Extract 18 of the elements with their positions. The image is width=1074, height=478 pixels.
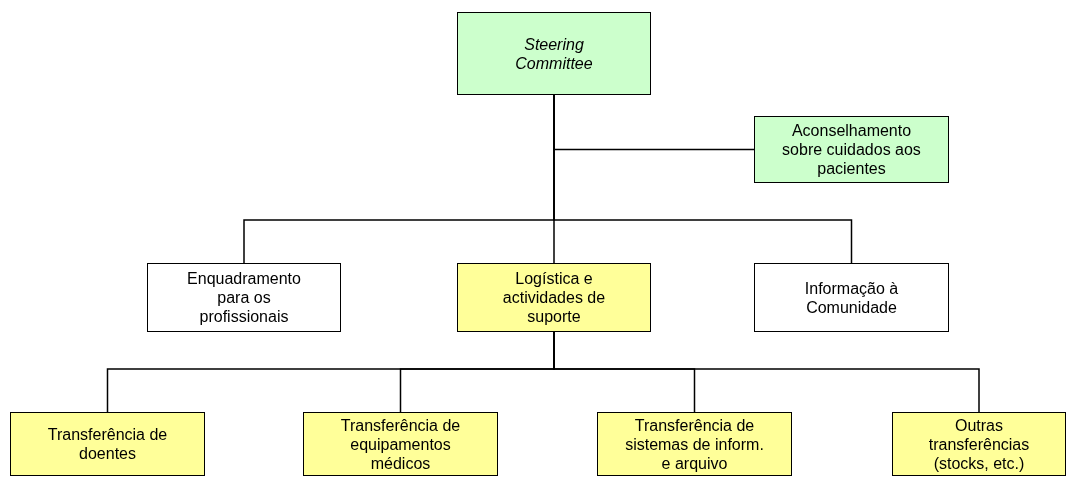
box-label: Outras transferências (stocks, etc.): [927, 415, 1031, 473]
org-box: [147, 263, 341, 332]
box-label: Enquadramento para os profissionais: [186, 269, 302, 326]
org-box: [303, 412, 498, 476]
org-box: [10, 412, 205, 476]
box-label: Transferência de sistemas de inform. e arquivo: [624, 415, 765, 473]
box-label: Transferência de doentes: [46, 425, 169, 463]
org-box: [597, 412, 792, 476]
org-box: [457, 12, 651, 95]
org-box: [892, 412, 1066, 476]
org-box: [754, 116, 949, 183]
box-label: Aconselhamento sobre cuidados aos pacientes: [781, 121, 922, 178]
box-label: Informação à Comunidade: [803, 278, 900, 317]
box-label: Transferência de equipamentos médicos: [339, 415, 462, 473]
org-box: [457, 263, 651, 332]
box-label: Logística e actividades de suporte: [501, 269, 607, 326]
box-label: Steering Committee: [514, 34, 594, 73]
org-box: [754, 263, 949, 332]
